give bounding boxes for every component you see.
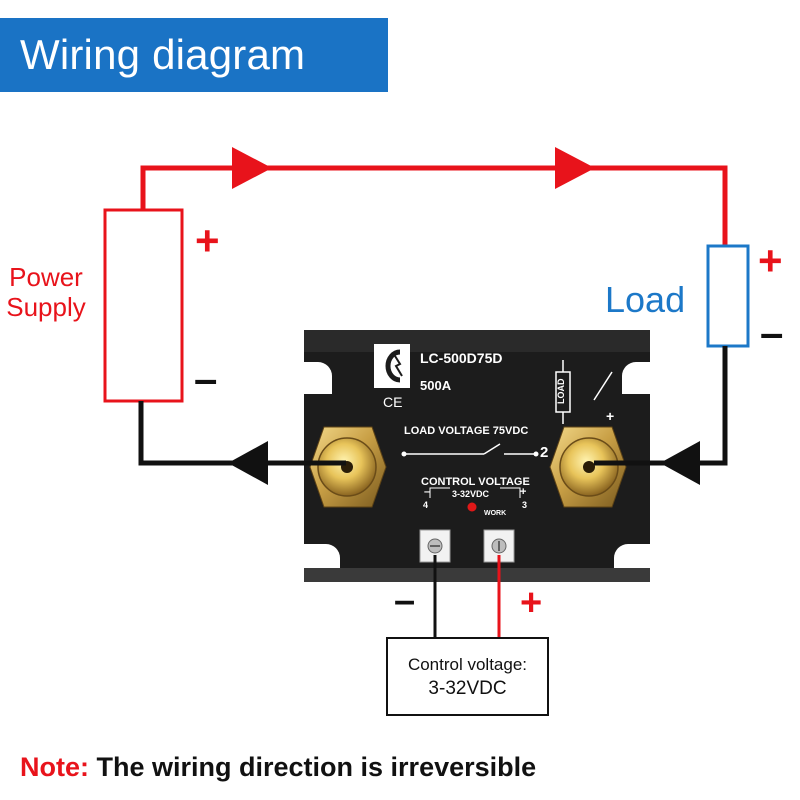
brand-logo-icon (374, 344, 410, 388)
power-supply-line1: Power (9, 262, 83, 292)
power-supply-label: Power Supply (0, 262, 92, 322)
relay-current: 500A (420, 378, 452, 393)
control-plus-mark: + (520, 486, 527, 498)
terminal-right (549, 426, 627, 508)
relay-model: LC-500D75D (420, 350, 503, 366)
control-voltage-line2: 3-32VDC (428, 677, 507, 699)
power-supply-plus: + (195, 217, 220, 264)
terminal-plus-mark: + (606, 408, 615, 424)
arrow-right-icon (555, 147, 595, 189)
control-minus-mark: – (424, 486, 431, 498)
arrow-right-icon (232, 147, 272, 189)
control-voltage-box: Control voltage: 3-32VDC (386, 637, 549, 716)
terminal-left (309, 426, 387, 508)
load-label: Load (605, 279, 686, 320)
work-led-icon (467, 502, 477, 512)
control-minus: – (394, 580, 416, 622)
relay-module (304, 330, 650, 582)
black-wire-supply (138, 401, 346, 485)
note: Note: The wiring direction is irreversib… (20, 752, 536, 783)
power-supply-minus: – (194, 355, 218, 402)
arrow-left-icon (660, 441, 700, 485)
work-label: WORK (484, 510, 507, 517)
terminal-2-label: 2 (540, 444, 549, 461)
load-tag: LOAD (556, 378, 566, 405)
power-supply-line2: Supply (6, 292, 86, 322)
arrow-left-icon (228, 441, 268, 485)
load-minus: – (760, 309, 784, 356)
note-text: The wiring direction is irreversible (96, 752, 537, 782)
power-supply-box (103, 208, 184, 403)
load-plus: + (758, 237, 783, 284)
control-voltage-line1: Control voltage: (407, 654, 528, 674)
note-label: Note: (20, 752, 89, 782)
black-wire-load (594, 346, 728, 485)
red-wire-positive (140, 147, 728, 246)
control-range-label: 3-32VDC (452, 489, 490, 499)
control-voltage-label: CONTROL VOLTAGE (421, 476, 530, 488)
terminal-3-label: 3 (522, 500, 528, 510)
load-voltage-label: LOAD VOLTAGE 75VDC (404, 425, 529, 437)
control-plus: + (520, 582, 543, 624)
load-box (706, 244, 750, 348)
title-banner: Wiring diagram (0, 18, 388, 92)
terminal-4-label: 4 (423, 500, 429, 510)
ce-mark: CE (383, 394, 403, 410)
